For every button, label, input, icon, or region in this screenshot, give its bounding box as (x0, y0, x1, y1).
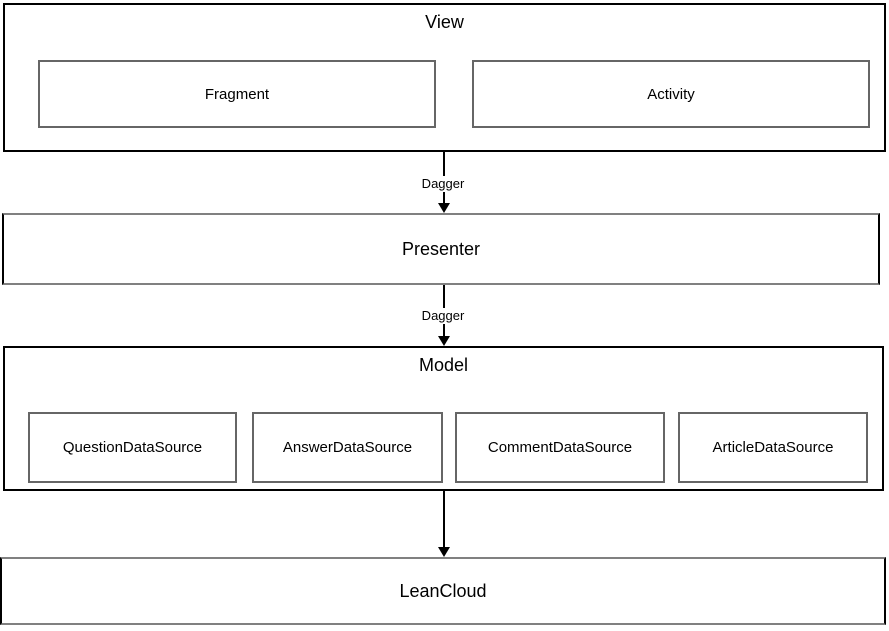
fragment-box: Fragment (38, 60, 436, 128)
arrow-down-icon (438, 547, 450, 557)
presenter-title: Presenter (401, 238, 481, 259)
comment-data-source-box: CommentDataSource (455, 412, 665, 483)
leancloud-title: LeanCloud (399, 580, 487, 601)
question-data-source-label: QuestionDataSource (62, 439, 203, 456)
arrow-down-icon (438, 336, 450, 346)
dagger-label-view-presenter: Dagger (418, 176, 468, 192)
article-data-source-label: ArticleDataSource (712, 439, 834, 456)
presenter-container: Presenter (2, 213, 880, 285)
activity-box: Activity (472, 60, 870, 128)
model-title: Model (418, 355, 469, 375)
view-container: View Fragment Activity (3, 3, 886, 152)
question-data-source-box: QuestionDataSource (28, 412, 237, 483)
leancloud-container: LeanCloud (0, 557, 886, 625)
answer-data-source-box: AnswerDataSource (252, 412, 443, 483)
fragment-label: Fragment (204, 85, 270, 103)
answer-data-source-label: AnswerDataSource (282, 439, 413, 456)
comment-data-source-label: CommentDataSource (487, 439, 633, 456)
model-container: Model QuestionDataSource AnswerDataSourc… (3, 346, 884, 491)
arrow-model-to-leancloud-line (443, 491, 445, 549)
arrow-down-icon (438, 203, 450, 213)
activity-label: Activity (647, 85, 695, 103)
article-data-source-box: ArticleDataSource (678, 412, 868, 483)
view-title: View (425, 12, 464, 32)
dagger-label-presenter-model: Dagger (418, 308, 468, 324)
